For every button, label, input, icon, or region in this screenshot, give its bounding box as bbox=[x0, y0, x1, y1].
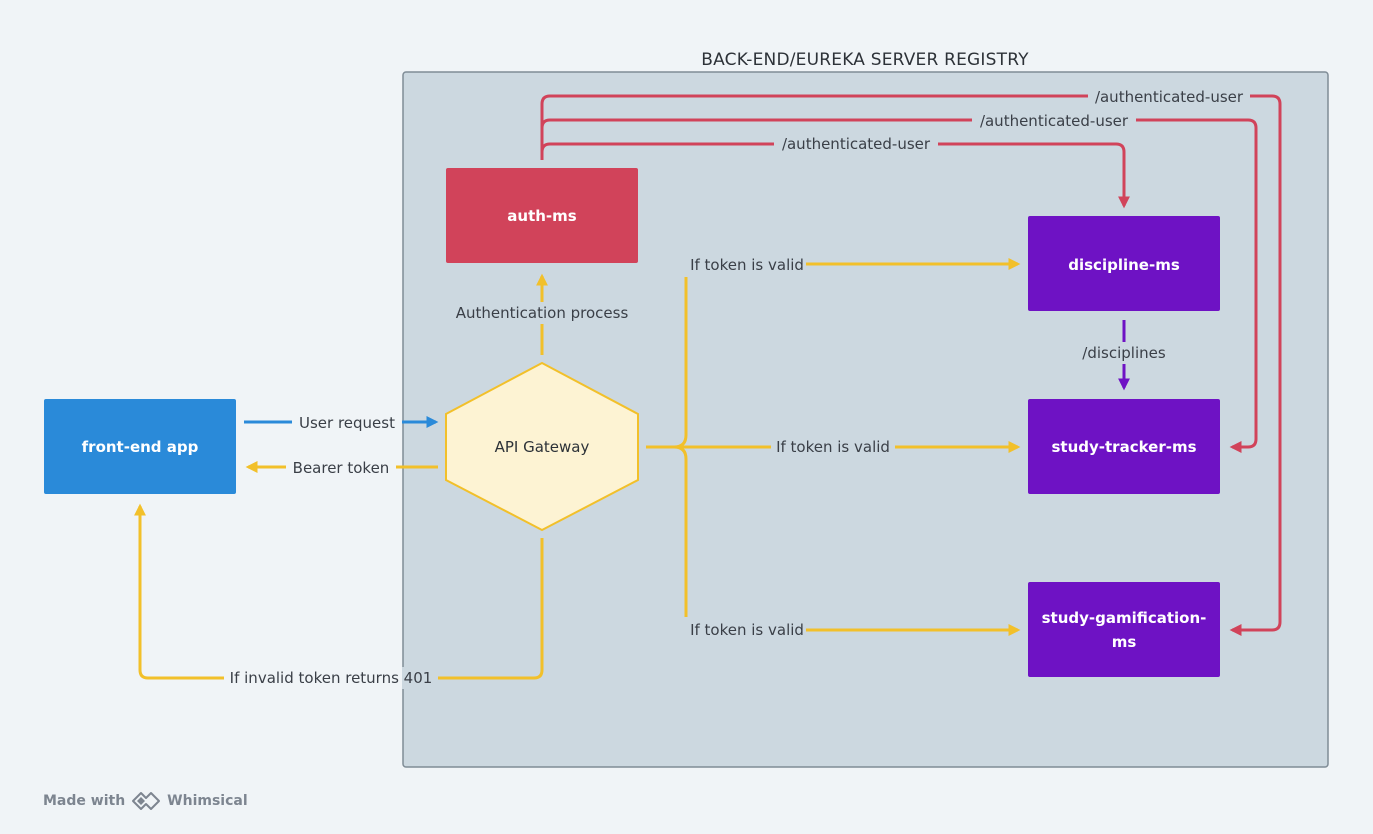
node-study-gamification-label-line1: study-gamification- bbox=[1042, 609, 1207, 627]
label-auth-to-gamification: /authenticated-user bbox=[1095, 88, 1244, 106]
node-gateway-label: API Gateway bbox=[495, 438, 590, 456]
made-with-text: Made with bbox=[43, 793, 126, 809]
label-valid-tracker: If token is valid bbox=[776, 438, 890, 456]
node-auth-label: auth-ms bbox=[507, 207, 577, 225]
label-user-request: User request bbox=[299, 414, 395, 432]
label-disciplines: /disciplines bbox=[1082, 344, 1166, 362]
label-bearer-token: Bearer token bbox=[293, 459, 390, 477]
edge-auth-to-tracker bbox=[540, 118, 1258, 453]
edge-fork bbox=[673, 277, 688, 617]
node-frontend[interactable]: front-end app bbox=[44, 399, 236, 494]
whimsical-brand-text: Whimsical bbox=[167, 793, 248, 809]
node-auth[interactable]: auth-ms bbox=[446, 168, 638, 263]
label-invalid-token: If invalid token returns 401 bbox=[230, 669, 433, 687]
edge-label-backgrounds bbox=[224, 86, 1250, 689]
label-auth-to-discipline: /authenticated-user bbox=[782, 135, 931, 153]
node-discipline[interactable]: discipline-ms bbox=[1028, 216, 1220, 311]
label-auth-to-tracker: /authenticated-user bbox=[980, 112, 1129, 130]
made-with-footer[interactable]: Made with Whimsical bbox=[43, 791, 248, 811]
node-study-tracker-label: study-tracker-ms bbox=[1051, 438, 1196, 456]
label-authentication-process: Authentication process bbox=[456, 304, 629, 322]
node-study-tracker[interactable]: study-tracker-ms bbox=[1028, 399, 1220, 494]
edge-auth-to-gamification bbox=[540, 94, 1282, 636]
gateway-edges bbox=[134, 258, 1021, 680]
whimsical-logo-icon bbox=[132, 792, 161, 810]
container-title: BACK-END/EUREKA SERVER REGISTRY bbox=[701, 50, 1029, 70]
node-study-gamification-label-line2: ms bbox=[1112, 633, 1137, 651]
node-study-gamification[interactable]: study-gamification- ms bbox=[1028, 582, 1220, 677]
node-frontend-label: front-end app bbox=[82, 438, 199, 456]
node-discipline-label: discipline-ms bbox=[1068, 256, 1180, 274]
label-valid-gamification: If token is valid bbox=[690, 621, 804, 639]
node-gateway[interactable]: API Gateway bbox=[445, 361, 639, 532]
label-valid-discipline: If token is valid bbox=[690, 256, 804, 274]
